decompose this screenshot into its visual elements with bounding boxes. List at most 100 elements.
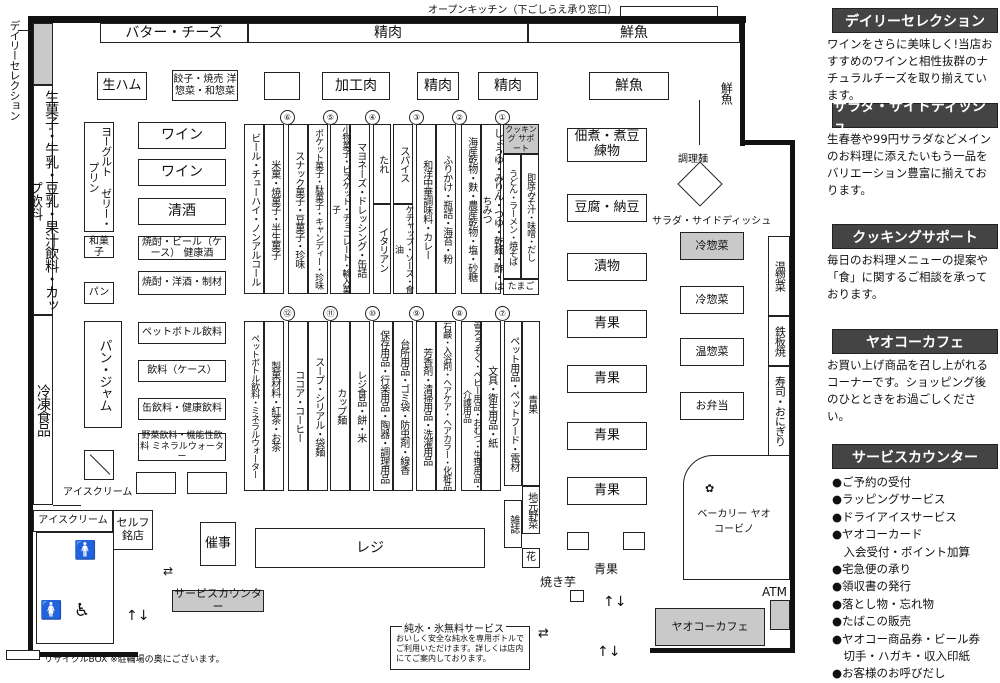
meat-island-2: 精肉 (478, 72, 538, 100)
service-list-item: ●ヤオコーカード (832, 527, 923, 542)
daily-pointer-line (18, 30, 33, 31)
meat-island-1: 精肉 (417, 72, 459, 100)
restroom-male-icon: 🚹 (74, 540, 97, 561)
service-list-item: ●宅急便の承り (832, 562, 912, 577)
sushi-wall: 寿司・おにぎり (768, 366, 790, 456)
aisle-11a-shelf: レジ食品・餅・米 (350, 321, 370, 491)
produce-shelf-4: 青果 (567, 477, 647, 505)
sidebar-salad-text: 生春巻や99円サラダなどメインのお料理に添えたいもう一品をバリエーション豊富に揃… (827, 132, 992, 197)
service-list-item: ●ヤオコー商品券・ビール券 (832, 631, 981, 646)
service-list-item: ●ドライアイスサービス (832, 509, 957, 524)
recycle-box (6, 650, 40, 660)
fish-counter-top: 鮮魚 (528, 23, 740, 43)
daily-selection-corner (33, 23, 53, 85)
magazine-shelf: 雑誌 (504, 500, 522, 548)
outer-wall-left (28, 16, 33, 541)
ice-case-2 (136, 472, 176, 494)
processed-meat-island: 加工肉 (322, 72, 390, 100)
recycle-label: リサイクルBOX ※駐輪場の奥にございます。 (44, 655, 225, 665)
atm-booth (770, 600, 790, 630)
sidebar-salad-heading: サラダ・サイドディッシュ (832, 99, 998, 135)
service-list-item: 切手・ハガキ・収入印紙 (832, 649, 970, 664)
aisle-number-10: ⑩ (365, 306, 380, 321)
drink-case-shelf: 飲料（ケース） (138, 360, 226, 382)
salad-side-label: サラダ・サイドディッシュ (652, 216, 772, 227)
saiji-space: 催事 (200, 522, 236, 566)
aisle-number-4: ④ (365, 110, 380, 125)
produce-bottom-label: 青果 (594, 562, 619, 576)
aisle-7a-shelf: スナック菓子・豆菓子・珍味 (288, 124, 308, 294)
sokuseki-shelf: 即席みそ汁・味噌・だし (521, 154, 539, 279)
aisle-5a-shelf: マヨネーズ・ドレッシング・缶詰 (350, 124, 370, 294)
aisle-8-shelf: ビール・チューハイ・ノンアルコール (244, 124, 264, 294)
tsukudani-shelf: 佃煮・煮豆 練物 (567, 128, 647, 162)
flower-shelf: 花 (522, 548, 540, 568)
sidebar-service-list: ●ご予約の受付●ラッピングサービス●ドライアイスサービス●ヤオコーカード 入会受… (832, 474, 980, 683)
outer-wall-right (790, 140, 795, 650)
produce-shelf-2: 青果 (567, 365, 647, 393)
icecream-label: アイスクリーム (63, 487, 133, 498)
aisle-3a-shelf: ふりかけ・瓶詰・海苔・粉 (436, 124, 456, 294)
service-list-item: ●ラッピングサービス (832, 492, 946, 507)
sidebar-cooking-heading: クッキングサポート (832, 224, 998, 249)
sidebar-daily-text: ワインをさらに美味しく!当店おすすめのワインと相性抜群のナチュラルチーズを取り揃… (827, 37, 993, 102)
aisle-6b-shelf: ポケット菓子・駄菓子・キャンディー・珍味 (308, 124, 328, 294)
produce-small-2 (623, 532, 645, 550)
outer-wall-right-top (740, 16, 745, 146)
service-list-item: ●落とし物・忘れ物 (832, 596, 935, 611)
aisle-number-8: ⑧ (452, 306, 467, 321)
tofu-shelf: 豆腐・納豆 (567, 194, 647, 222)
aisle-8a-shelf: 文具・衛生用品・紙 (481, 321, 501, 491)
aisle-4b-shelf: ケチャップ・ソース・食油 (393, 204, 414, 294)
outer-wall-top (28, 16, 746, 23)
gyoza-island: 餃子・焼売 洋惣菜・和惣菜 (172, 70, 238, 101)
aisle-number-6: ⑥ (280, 110, 295, 125)
aisle-5c-shelf: イタリアン (373, 204, 391, 294)
yakiimo-label: 焼き芋 (540, 575, 577, 589)
water-service-desc: おいしく安全な純水を専用ボトルでご利用いただけます。詳しくは店内にてご案内してお… (396, 634, 524, 663)
service-arrow: ⇄ (163, 564, 174, 578)
outer-wall-right-diag (740, 140, 792, 145)
aisle-5b-shelf: たれ (373, 124, 391, 204)
aisle-10a-shelf: 台所用品・ゴミ袋・防虫剤・線香 (393, 321, 413, 491)
daily-selection-vertical-label: デイリーセレクション (8, 20, 21, 120)
aisle-12b-shelf: ココア・コーヒー (288, 321, 308, 491)
aisle-9b-shelf: 芳香剤・清掃用品・洗濯用品 (416, 321, 436, 491)
ice-case-3 (187, 472, 227, 494)
bakery-logo-icon: ✿ (705, 482, 715, 495)
sidebar-cafe-heading: ヤオコーカフェ (832, 329, 998, 354)
hot-deli-wall: 温惣菜 (768, 236, 790, 316)
sake-shelf: 清酒 (138, 198, 226, 225)
icecream-bottom: アイスクリーム (33, 510, 113, 532)
self-meiten: セルフ 銘店 (113, 510, 153, 550)
accessible-toilet-icon: ♿ (74, 600, 91, 621)
bento-shelf: お弁当 (680, 392, 744, 420)
aisle-number-3: ③ (409, 110, 424, 125)
egg-shelf: たまご (503, 279, 539, 295)
aisle-4a-shelf: スパイス (393, 124, 413, 204)
fish-wall-vertical: 鮮魚 (719, 82, 734, 104)
outer-wall-bottom-left (28, 536, 33, 656)
bakery-label: ベーカリー ヤオコービノ (697, 509, 771, 535)
outer-wall-bottom (650, 648, 795, 653)
aisle-13a-shelf: 製菓材料・紅茶・お茶 (264, 321, 284, 491)
service-list-item: 入会受付・ポイント加算 (832, 544, 970, 559)
shochu-beer-shelf: 焼酎・ビール（ケース） 健康酒 (138, 236, 226, 260)
aisle-3b-shelf: 和洋中華調味料・カレー (416, 124, 436, 294)
chorimen-island (677, 161, 723, 207)
cold-deli-grey: 冷惣菜 (680, 232, 744, 260)
service-counter: サービスカウンター (172, 587, 264, 613)
aisle-number-9: ⑨ (409, 306, 424, 321)
local-veg-shelf: 地元野菜 (522, 486, 540, 534)
service-list-item: ●たばこの販売 (832, 614, 912, 629)
entrance-arrows-left: ↑↓ (126, 608, 150, 624)
pickles-shelf: 漬物 (567, 253, 647, 281)
liquor-shelf: 焼酎・洋酒・制材 (138, 271, 226, 295)
restroom-female-icon: 🚺 (40, 600, 63, 621)
aisle-number-1: ① (495, 110, 510, 125)
entrance-arrows-right-1: ↑↓ (603, 594, 627, 610)
hot-deli: 温惣菜 (680, 338, 744, 366)
aisle-number-5: ⑤ (323, 110, 338, 125)
wine-shelf-1: ワイン (138, 122, 226, 149)
empty-island (264, 72, 300, 100)
